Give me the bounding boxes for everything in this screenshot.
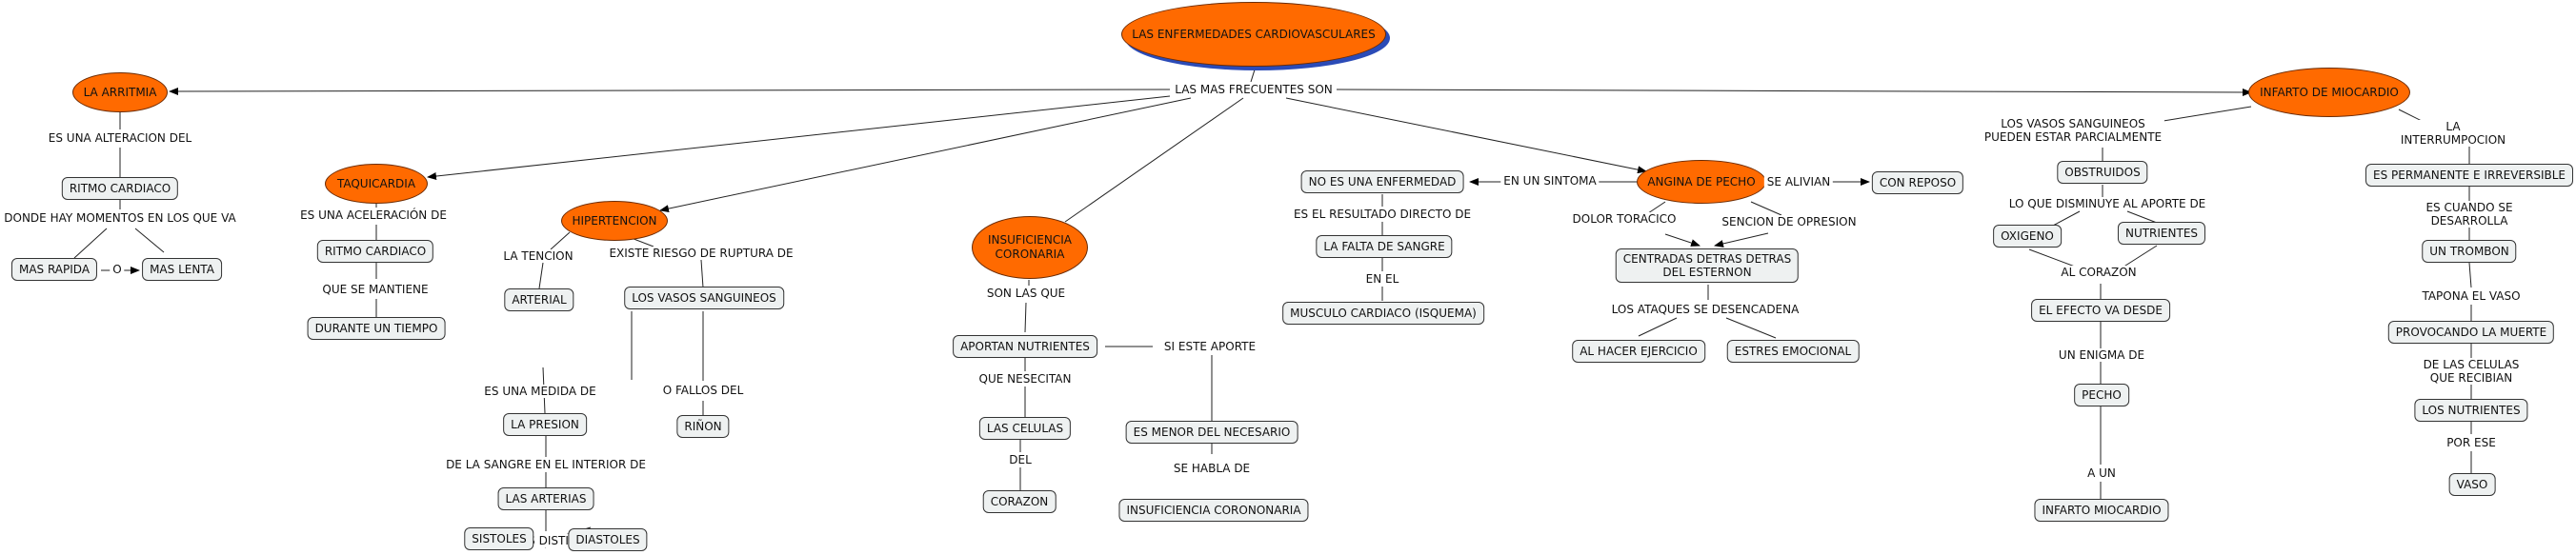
node-permanente[interactable]: ES PERMANENTE E IRREVERSIBLE xyxy=(2365,164,2573,187)
node-infarto[interactable]: INFARTO DE MIOCARDIO xyxy=(2248,68,2410,117)
link-label-del: DEL xyxy=(1006,453,1035,466)
link-label-tapona: TAPONA EL VASO xyxy=(2419,289,2524,303)
node-con-reposo[interactable]: CON REPOSO xyxy=(1871,171,1964,194)
node-nutrientes[interactable]: NUTRIENTES xyxy=(2117,222,2206,245)
link-label-sangre-interior: DE LA SANGRE EN EL INTERIOR DE xyxy=(443,458,649,471)
node-insuf-coronoraria[interactable]: INSUFICIENCIA CORONONARIA xyxy=(1118,499,1309,522)
link-label-disminuye: LO QUE DISMINUYE AL APORTE DE xyxy=(2005,197,2209,210)
node-angina[interactable]: ANGINA DE PECHO xyxy=(1637,160,1766,204)
link-label-por-ese: POR ESE xyxy=(2444,436,2499,449)
link-label-dolor-toracico: DOLOR TORACICO xyxy=(1569,212,1680,226)
link-label-si-este-aporte: SI ESTE APORTE xyxy=(1160,340,1259,353)
link-label-en-el: EN EL xyxy=(1362,272,1402,286)
link-label-aceleracion: ES UNA ACELERACIÓN DE xyxy=(297,208,450,222)
node-centradas[interactable]: CENTRADAS DETRAS DETRAS DEL ESTERNON xyxy=(1615,248,1800,283)
link-label-se-mantiene: QUE SE MANTIENE xyxy=(319,283,432,296)
node-ritmo-cardiaco-2[interactable]: RITMO CARDIACO xyxy=(316,240,434,263)
node-es-menor[interactable]: ES MENOR DEL NECESARIO xyxy=(1125,421,1298,444)
node-la-presion[interactable]: LA PRESION xyxy=(503,413,587,436)
node-no-es-enfermedad[interactable]: NO ES UNA ENFERMEDAD xyxy=(1300,170,1464,193)
node-ritmo-cardiaco-1[interactable]: RITMO CARDIACO xyxy=(61,177,179,200)
link-label-necesitan: QUE NESECITAN xyxy=(976,372,1075,386)
link-label-enigma: UN ENIGMA DE xyxy=(2055,348,2148,362)
node-un-trombon[interactable]: UN TROMBON xyxy=(2422,240,2517,263)
node-vasos-sanguineos[interactable]: LOS VASOS SANGUINEOS xyxy=(624,287,784,309)
link-label-opresion: SENCION DE OPRESION xyxy=(1719,215,1860,228)
node-diastoles[interactable]: DIASTOLES xyxy=(568,528,648,551)
node-hacer-ejercicio[interactable]: AL HACER EJERCICIO xyxy=(1572,340,1705,363)
node-arterial[interactable]: ARTERIAL xyxy=(504,288,574,311)
link-label-interrupcion: LA INTERRUMPOCION xyxy=(2391,120,2515,147)
link-label-fallos: O FALLOS DEL xyxy=(659,384,747,397)
node-taquicardia[interactable]: TAQUICARDIA xyxy=(325,164,428,204)
node-falta-sangre[interactable]: LA FALTA DE SANGRE xyxy=(1316,235,1453,258)
link-label-son-las-que: SON LAS QUE xyxy=(983,287,1069,300)
node-musculo[interactable]: MUSCULO CARDIACO (ISQUEMA) xyxy=(1282,302,1484,325)
node-corazon[interactable]: CORAZON xyxy=(982,490,1057,513)
node-vaso[interactable]: VASO xyxy=(2448,473,2496,496)
title-node[interactable]: LAS ENFERMEDADES CARDIOVASCULARES xyxy=(1121,2,1386,67)
node-las-arterias[interactable]: LAS ARTERIAS xyxy=(497,487,594,510)
link-label-un-sintoma: EN UN SINTOMA xyxy=(1500,174,1600,188)
link-label-momentos: DONDE HAY MOMENTOS EN LOS QUE VA xyxy=(1,211,239,225)
link-label-alteracion: ES UNA ALTERACION DEL xyxy=(45,131,195,145)
node-hipertension[interactable]: HIPERTENCION xyxy=(561,201,668,241)
link-label-medida: ES UNA MEDIDA DE xyxy=(481,385,599,398)
node-obstruidos[interactable]: OBSTRUIDOS xyxy=(2057,161,2148,184)
node-oxigeno[interactable]: OXIGENO xyxy=(1993,225,2062,248)
link-label-la-tencion: LA TENCION xyxy=(500,249,576,263)
link-label-o: O xyxy=(110,263,125,276)
node-rinon[interactable]: RIÑON xyxy=(676,415,730,438)
link-label-mas-frecuentes: LAS MAS FRECUENTES SON xyxy=(1172,83,1336,96)
node-efecto-desde[interactable]: EL EFECTO VA DESDE xyxy=(2031,299,2170,322)
link-label-resultado: ES EL RESULTADO DIRECTO DE xyxy=(1290,208,1475,221)
link-label-riesgo: EXISTE RIESGO DE RUPTURA DE xyxy=(606,247,796,260)
node-los-nutrientes[interactable]: LOS NUTRIENTES xyxy=(2414,399,2528,422)
link-label-desarrolla: ES CUANDO SE DESARROLLA xyxy=(2416,201,2523,228)
node-aportan-nutrientes[interactable]: APORTAN NUTRIENTES xyxy=(953,335,1097,358)
link-label-a-un: A UN xyxy=(2084,466,2119,480)
node-pecho[interactable]: PECHO xyxy=(2074,384,2129,406)
node-insuficiencia[interactable]: INSUFICIENCIA CORONARIA xyxy=(972,216,1088,279)
node-estres[interactable]: ESTRES EMOCIONAL xyxy=(1726,340,1860,363)
link-label-desencadena: LOS ATAQUES SE DESENCADENA xyxy=(1608,303,1802,316)
node-arritmia[interactable]: LA ARRITMIA xyxy=(72,72,168,112)
node-sistoles[interactable]: SISTOLES xyxy=(464,527,534,550)
link-label-vasos-parcial: LOS VASOS SANGUINEOS PUEDEN ESTAR PARCIA… xyxy=(1981,117,2165,144)
node-durante-tiempo[interactable]: DURANTE UN TIEMPO xyxy=(307,317,446,340)
link-label-se-alivian: SE ALIVIAN xyxy=(1763,175,1834,188)
node-infarto-miocardio[interactable]: INFARTO MIOCARDIO xyxy=(2034,499,2169,522)
link-label-al-corazon: AL CORAZON xyxy=(2058,266,2140,279)
node-mas-rapida[interactable]: MAS RAPIDA xyxy=(10,258,98,281)
link-label-se-habla: SE HABLA DE xyxy=(1170,462,1254,475)
link-label-celulas-reciben: DE LAS CELULAS QUE RECIBIAN xyxy=(2419,358,2524,385)
node-provocando[interactable]: PROVOCANDO LA MUERTE xyxy=(2387,321,2555,344)
node-mas-lenta[interactable]: MAS LENTA xyxy=(142,258,222,281)
node-las-celulas[interactable]: LAS CELULAS xyxy=(978,417,1072,440)
